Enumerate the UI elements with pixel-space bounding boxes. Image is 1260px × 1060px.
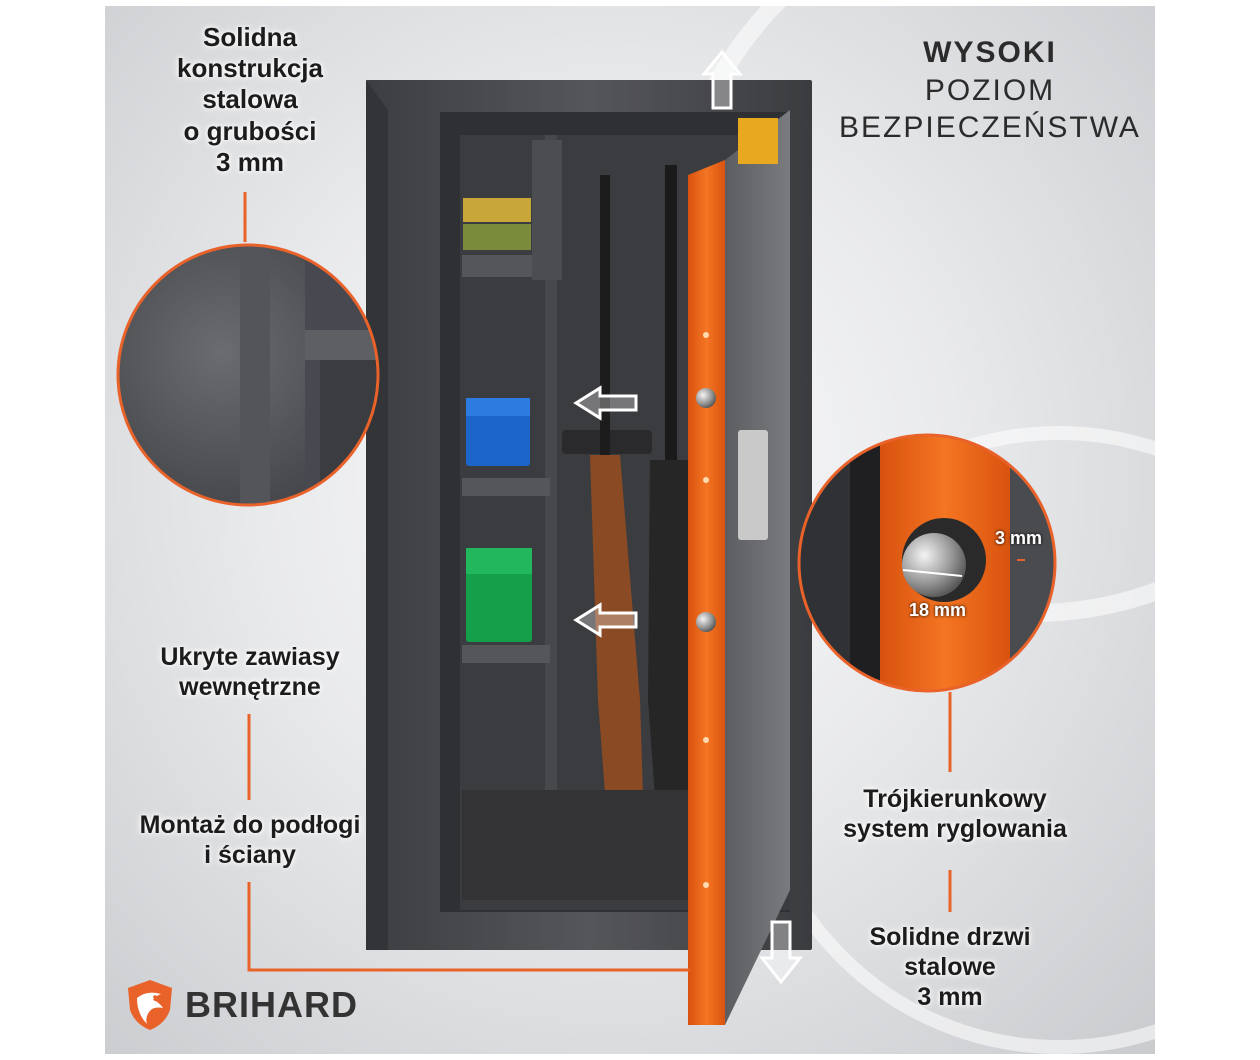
zoom-steel-construction (116, 243, 380, 507)
brand-name: BRIHARD (185, 984, 358, 1025)
bolt-closeup (902, 533, 966, 597)
feature-text: o grubości (183, 115, 317, 146)
rifle-barrel (600, 175, 610, 455)
feature-text: wewnętrzne (179, 673, 321, 701)
feature-locking-system: Trójkierunkowy system ryglowania (800, 784, 1110, 844)
headline-line: WYSOKI (923, 36, 1057, 69)
feature-text: stalowa (202, 84, 298, 115)
rifle-stock (590, 455, 645, 860)
headline: WYSOKI POZIOM BEZPIECZEŃSTWA (800, 34, 1180, 147)
arrow-up-icon (700, 49, 744, 110)
bolt-diameter-label: 18 mm (909, 600, 967, 620)
feature-solid-door: Solidne drzwi stalowe 3 mm (830, 922, 1070, 1012)
ammo-box (463, 224, 531, 250)
feature-text: 3 mm (216, 146, 284, 177)
feature-text: 3 mm (917, 983, 983, 1011)
feature-steel-construction: Solidna konstrukcja stalowa o grubości 3… (130, 22, 370, 178)
electronic-lock (738, 430, 768, 540)
locking-bolt (696, 388, 716, 408)
connector-lines (243, 192, 952, 972)
feature-mounting: Montaż do podłogi i ściany (100, 810, 400, 870)
door-orange-edge (688, 160, 725, 1025)
feature-text: i ściany (204, 841, 296, 869)
arrow-left-icon (573, 385, 638, 421)
eagle-shield-icon (128, 980, 172, 1030)
zoom-locking-bolt (797, 433, 1057, 693)
arrow-left-icon (573, 602, 638, 638)
ammo-box (463, 198, 531, 222)
headline-line: BEZPIECZEŃSTWA (839, 111, 1141, 144)
feature-text: konstrukcja (177, 53, 323, 84)
feature-text: Solidna (203, 22, 297, 52)
feature-text: Solidne drzwi (869, 923, 1031, 951)
feature-hidden-hinges: Ukryte zawiasy wewnętrzne (120, 642, 380, 702)
rifle-barrel (665, 165, 677, 465)
feature-text: stalowe (904, 953, 996, 981)
feature-text: Trójkierunkowy (863, 785, 1047, 813)
rifle-stock (648, 460, 692, 840)
locking-bolt (696, 612, 716, 632)
feature-text: Montaż do podłogi (139, 811, 361, 839)
headline-line: POZIOM (924, 73, 1056, 107)
bolt-thickness-label: 3 mm (995, 528, 1043, 548)
door-key-tag (738, 118, 778, 164)
feature-text: system ryglowania (843, 815, 1067, 843)
feature-text: Ukryte zawiasy (160, 643, 340, 671)
arrow-down-icon (758, 920, 804, 985)
safe-door (688, 110, 790, 1025)
brand-logo: BRIHARD (125, 978, 358, 1032)
